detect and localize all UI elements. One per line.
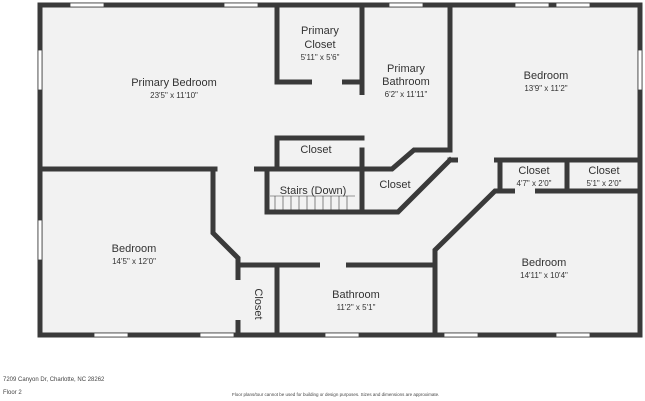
bathroom-name: Bathroom	[332, 289, 380, 301]
floor-plan: Primary Bedroom 23'5" x 11'10" Primary C…	[37, 2, 643, 338]
primary-bathroom-name-2: Bathroom	[382, 76, 430, 88]
primary-closet-dims: 5'11" x 5'6"	[301, 53, 340, 62]
disclaimer-text: Floor plans/tour cannot be used for buil…	[232, 392, 440, 397]
floor-label: Floor 2	[3, 390, 22, 396]
wall-stairs	[264, 166, 365, 215]
walls	[37, 2, 643, 338]
bedroom-sw-name: Bedroom	[112, 243, 157, 255]
closet-vertical-name: Closet	[252, 288, 264, 319]
closet-hall-1-name: Closet	[300, 144, 331, 156]
primary-bedroom-dims: 23'5" x 11'10"	[150, 91, 198, 100]
primary-bathroom-dims: 6'2" x 11'11"	[385, 90, 428, 99]
primary-closet-name-2: Closet	[304, 39, 335, 51]
bedroom-sw-dims: 14'5" x 12'0"	[112, 257, 156, 266]
wall-se-bedroom	[432, 188, 503, 338]
closet-small-1-dims: 4'7" x 2'0"	[517, 179, 552, 188]
bathroom-dims: 11'2" x 5'1"	[337, 303, 376, 312]
wall-closet-2-diag	[359, 156, 454, 215]
primary-bathroom-name-1: Primary	[387, 63, 425, 75]
closet-small-2-name: Closet	[588, 165, 619, 177]
windows	[37, 2, 643, 338]
stairs-treads	[270, 195, 355, 210]
bedroom-se-dims: 14'11" x 10'4"	[520, 271, 568, 280]
wall-bathroom-bottom	[359, 147, 453, 172]
bedroom-ne-dims: 13'9" x 11'2"	[524, 84, 567, 93]
closet-hall-2-name: Closet	[379, 179, 410, 191]
primary-bedroom-name: Primary Bedroom	[131, 77, 217, 89]
closet-small-1-name: Closet	[518, 165, 549, 177]
bedroom-ne-name: Bedroom	[524, 70, 569, 82]
address-text: 7209 Canyon Dr, Charlotte, NC 28262	[3, 377, 105, 383]
primary-closet-name-1: Primary	[301, 25, 339, 37]
bedroom-se-name: Bedroom	[522, 257, 567, 269]
stairs-name: Stairs (Down)	[280, 185, 347, 197]
room-labels: Primary Bedroom 23'5" x 11'10" Primary C…	[112, 25, 622, 320]
closet-small-2-dims: 5'1" x 2'0"	[587, 179, 622, 188]
door-gaps	[218, 79, 535, 320]
